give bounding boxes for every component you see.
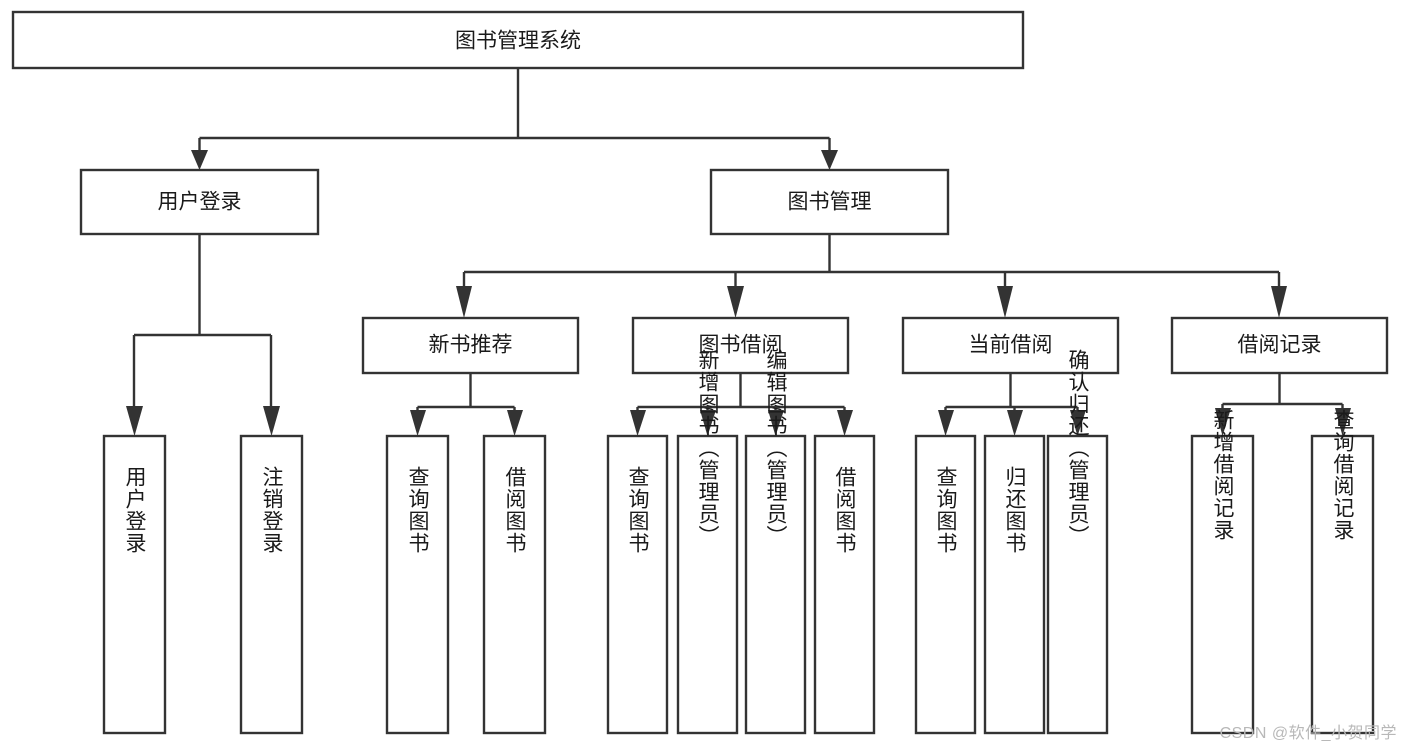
node-new-book-rec-box[interactable] xyxy=(361,316,580,375)
node-leaf-borrow-book-2-box[interactable] xyxy=(813,434,876,735)
node-leaf-query-book-1-label: 查询图书 xyxy=(406,466,430,554)
arrow-head-leaf-query-book-3 xyxy=(938,410,954,436)
node-leaf-query-book-3[interactable]: 查询图书 xyxy=(914,434,977,735)
arrow-head-leaf-edit-book xyxy=(768,410,784,436)
node-current-borrow-label: 当前借阅 xyxy=(969,334,1053,357)
node-leaf-return-book[interactable]: 归还图书 xyxy=(983,434,1046,735)
arrow-head-new-book-rec xyxy=(456,286,472,318)
node-user-login-box[interactable] xyxy=(79,168,320,236)
node-leaf-user-login-label: 用户登录 xyxy=(123,466,147,554)
node-leaf-query-book-2-label: 查询图书 xyxy=(626,466,650,554)
node-leaf-user-login-box[interactable] xyxy=(102,434,167,735)
node-leaf-query-book-2-box[interactable] xyxy=(606,434,669,735)
node-leaf-return-book-box[interactable] xyxy=(983,434,1046,735)
node-leaf-query-record-box[interactable] xyxy=(1310,434,1375,735)
node-leaf-confirm-return-label: 确认归还（管理员） xyxy=(1066,349,1090,547)
node-leaf-add-record-box[interactable] xyxy=(1190,434,1255,735)
node-leaf-borrow-book-2-label: 借阅图书 xyxy=(833,466,857,554)
node-leaf-query-record-label: 查询借阅记录 xyxy=(1331,409,1355,541)
node-root[interactable]: 图书管理系统 xyxy=(11,10,1025,70)
node-leaf-query-book-1[interactable]: 查询图书 xyxy=(385,434,450,735)
node-leaf-add-record[interactable]: 新增借阅记录 xyxy=(1190,409,1255,735)
node-book-borrow-box[interactable] xyxy=(631,316,850,375)
node-leaf-return-book-label: 归还图书 xyxy=(1003,466,1027,554)
node-leaf-edit-book-box[interactable] xyxy=(744,434,807,735)
arrow-head-user-login xyxy=(191,150,208,170)
arrow-head-current-borrow xyxy=(997,286,1013,318)
node-borrow-record[interactable]: 借阅记录 xyxy=(1170,316,1389,375)
node-user-login[interactable]: 用户登录 xyxy=(79,168,320,236)
node-leaf-add-book[interactable]: 新增图书（管理员） xyxy=(676,349,739,735)
node-leaf-add-record-label: 新增借阅记录 xyxy=(1211,409,1235,541)
node-root-label: 图书管理系统 xyxy=(455,30,581,53)
arrow-head-leaf-borrow-book-2 xyxy=(837,410,853,436)
arrow-head-leaf-return-book xyxy=(1007,410,1023,436)
node-leaf-borrow-book-1-label: 借阅图书 xyxy=(503,466,527,554)
connector-layer xyxy=(126,68,1351,436)
arrow-head-leaf-add-record xyxy=(1215,408,1231,436)
node-leaf-query-book-2[interactable]: 查询图书 xyxy=(606,434,669,735)
arrow-head-borrow-record xyxy=(1271,286,1287,318)
node-leaf-query-book-3-label: 查询图书 xyxy=(934,466,958,554)
node-leaf-borrow-book-1[interactable]: 借阅图书 xyxy=(482,434,547,735)
node-leaf-user-logout-box[interactable] xyxy=(239,434,304,735)
node-new-book-rec[interactable]: 新书推荐 xyxy=(361,316,580,375)
node-leaf-user-logout-label: 注销登录 xyxy=(260,466,284,554)
node-borrow-record-label: 借阅记录 xyxy=(1238,334,1322,357)
node-leaf-add-book-label: 新增图书（管理员） xyxy=(696,349,720,547)
node-leaf-edit-book[interactable]: 编辑图书（管理员） xyxy=(744,349,807,735)
arrow-head-leaf-query-book-1 xyxy=(410,410,426,436)
node-leaf-query-book-3-box[interactable] xyxy=(914,434,977,735)
node-book-borrow[interactable]: 图书借阅 xyxy=(631,316,850,375)
node-leaf-borrow-book-1-box[interactable] xyxy=(482,434,547,735)
node-borrow-record-box[interactable] xyxy=(1170,316,1389,375)
node-book-manage-label: 图书管理 xyxy=(788,191,872,214)
node-current-borrow[interactable]: 当前借阅 xyxy=(901,316,1120,375)
node-leaf-user-logout[interactable]: 注销登录 xyxy=(239,434,304,735)
node-leaf-edit-book-label: 编辑图书（管理员） xyxy=(764,349,788,547)
arrow-head-leaf-query-book-2 xyxy=(630,410,646,436)
arrow-head-book-manage xyxy=(821,150,838,170)
arrow-head-leaf-user-logout xyxy=(263,406,280,436)
node-new-book-rec-label: 新书推荐 xyxy=(429,334,513,357)
node-root-box[interactable] xyxy=(11,10,1025,70)
arrow-head-leaf-add-book xyxy=(700,410,716,436)
node-book-manage[interactable]: 图书管理 xyxy=(709,168,950,236)
node-book-manage-box[interactable] xyxy=(709,168,950,236)
arrow-head-leaf-confirm-return xyxy=(1070,410,1086,436)
node-user-login-label: 用户登录 xyxy=(158,191,242,214)
node-leaf-confirm-return-box[interactable] xyxy=(1046,434,1109,735)
node-leaf-query-record[interactable]: 查询借阅记录 xyxy=(1310,409,1375,735)
node-leaf-user-login[interactable]: 用户登录 xyxy=(102,434,167,735)
node-book-borrow-label: 图书借阅 xyxy=(699,334,783,357)
node-leaf-confirm-return[interactable]: 确认归还（管理员） xyxy=(1046,349,1109,735)
node-leaf-add-book-box[interactable] xyxy=(676,434,739,735)
arrow-head-leaf-query-record xyxy=(1335,408,1351,436)
node-leaf-query-book-1-box[interactable] xyxy=(385,434,450,735)
arrow-head-leaf-borrow-book-1 xyxy=(507,410,523,436)
arrow-head-book-borrow xyxy=(727,286,744,318)
node-current-borrow-box[interactable] xyxy=(901,316,1120,375)
node-leaf-borrow-book-2[interactable]: 借阅图书 xyxy=(813,434,876,735)
arrow-head-leaf-user-login xyxy=(126,406,143,436)
